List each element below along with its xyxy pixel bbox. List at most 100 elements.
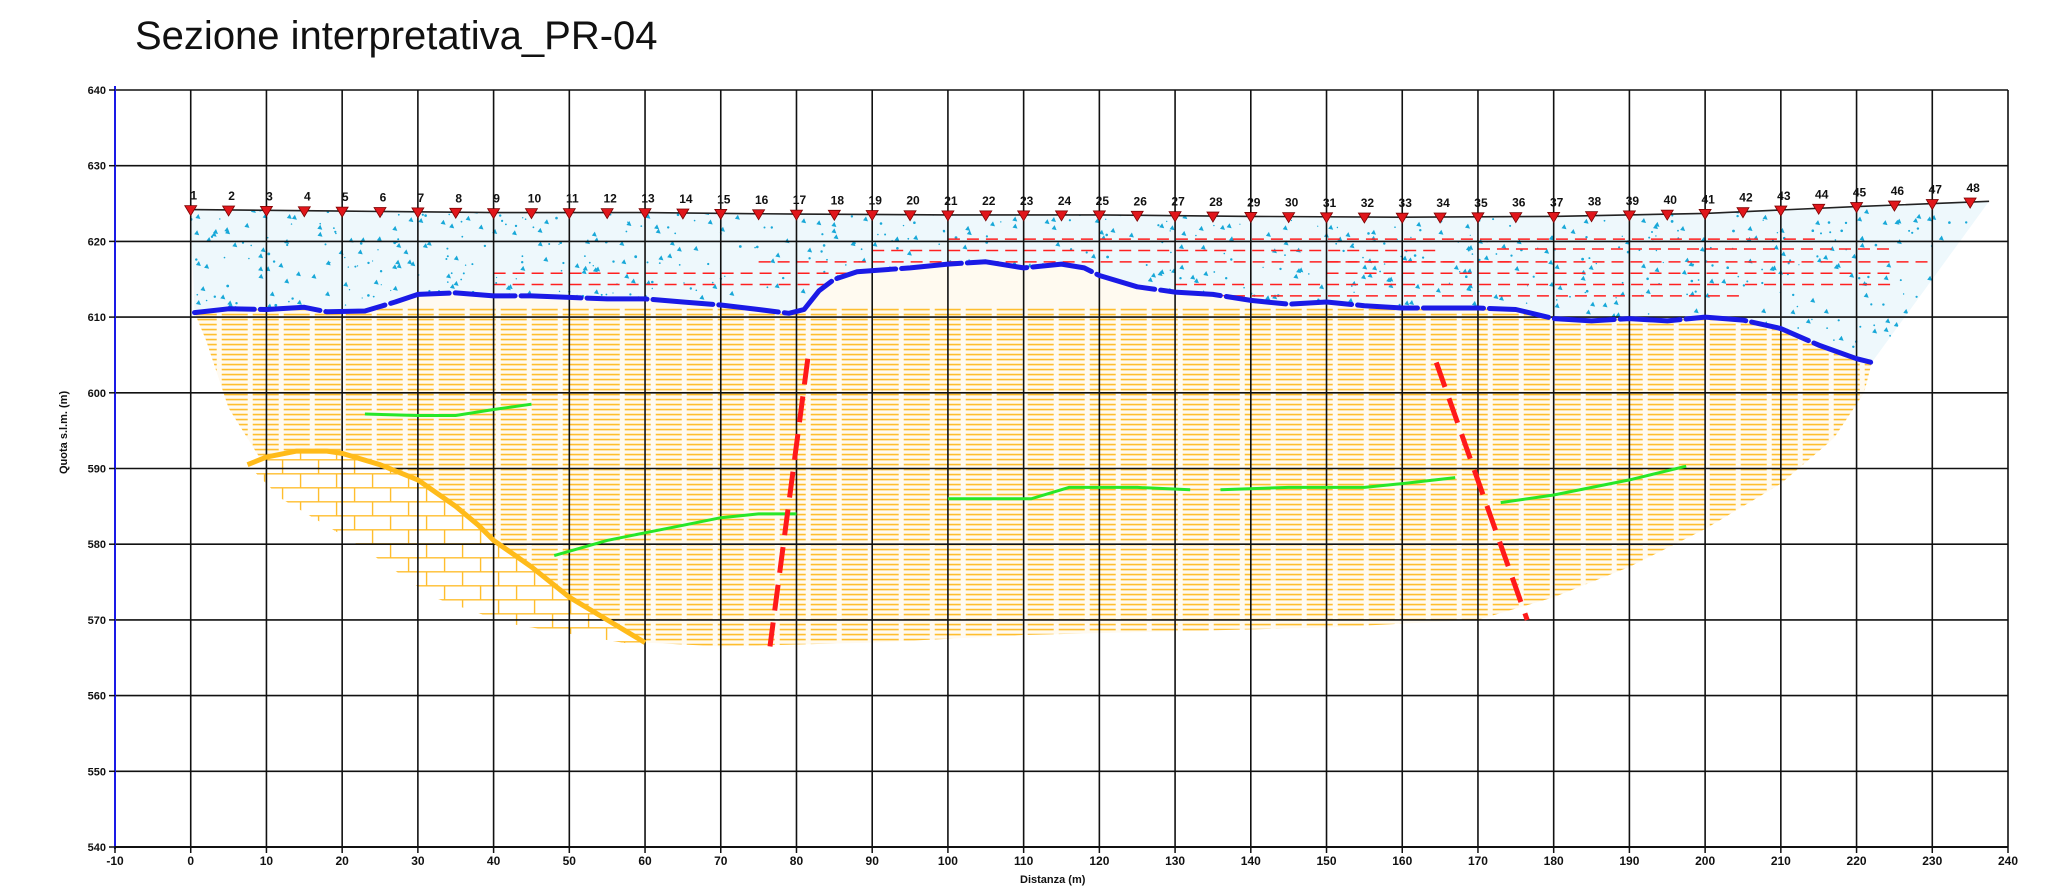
cover-speckle bbox=[521, 255, 524, 258]
cover-speckle bbox=[462, 272, 465, 275]
cover-speckle bbox=[763, 226, 766, 229]
cover-grain bbox=[630, 278, 636, 284]
x-tick-label: 210 bbox=[1771, 854, 1791, 868]
cover-grain bbox=[258, 253, 264, 259]
cover-speckle bbox=[1495, 253, 1498, 255]
geophone-marker bbox=[1849, 202, 1864, 214]
cover-grain bbox=[1810, 297, 1816, 303]
cover-speckle bbox=[195, 330, 197, 332]
cover-speckle bbox=[501, 219, 504, 222]
cover-grain bbox=[505, 285, 511, 291]
x-tick-label: 180 bbox=[1544, 854, 1564, 868]
cover-speckle bbox=[826, 258, 828, 261]
cover-speckle bbox=[1336, 226, 1339, 229]
cover-speckle bbox=[884, 233, 887, 236]
cover-grain bbox=[376, 236, 382, 242]
cover-grain bbox=[1514, 266, 1520, 271]
cover-grain bbox=[1699, 246, 1705, 252]
cover-speckle bbox=[1670, 220, 1674, 223]
cover-grain bbox=[1985, 289, 1990, 294]
cover-grain bbox=[403, 249, 409, 255]
cover-speckle bbox=[1988, 277, 1990, 280]
cover-grain bbox=[410, 261, 416, 267]
cover-grain bbox=[544, 219, 549, 225]
cover-speckle bbox=[942, 229, 946, 233]
cover-grain bbox=[2000, 231, 2005, 236]
x-tick-label: 130 bbox=[1165, 854, 1185, 868]
cover-grain bbox=[1815, 220, 1821, 226]
cover-speckle bbox=[496, 276, 498, 279]
cover-grain bbox=[357, 249, 363, 255]
marker-horizon-line bbox=[553, 512, 797, 558]
cover-speckle bbox=[1621, 281, 1624, 284]
cover-grain bbox=[770, 258, 776, 264]
cover-grain bbox=[1945, 267, 1951, 273]
cover-speckle bbox=[347, 266, 349, 268]
cover-grain bbox=[1012, 216, 1018, 222]
cover-grain bbox=[1265, 295, 1271, 301]
marker-horizon-line bbox=[1220, 476, 1456, 492]
cover-grain bbox=[1493, 294, 1499, 299]
cover-grain bbox=[1293, 273, 1299, 279]
cover-speckle bbox=[954, 236, 958, 240]
cover-speckle bbox=[1736, 214, 1739, 218]
cover-speckle bbox=[286, 204, 288, 207]
cover-grain bbox=[990, 221, 995, 227]
cover-speckle bbox=[1826, 327, 1828, 329]
cover-speckle bbox=[1640, 208, 1643, 211]
cover-speckle bbox=[555, 216, 558, 220]
geophone-label: 26 bbox=[1134, 194, 1148, 208]
cover-grain bbox=[1151, 272, 1156, 278]
cover-speckle bbox=[711, 281, 714, 284]
cover-speckle bbox=[514, 224, 518, 228]
cover-speckle bbox=[1169, 269, 1172, 271]
cover-speckle bbox=[356, 265, 359, 267]
cover-grain bbox=[1178, 244, 1184, 250]
cover-grain bbox=[244, 222, 250, 228]
geophone-label: 31 bbox=[1323, 196, 1337, 210]
cover-grain bbox=[667, 253, 673, 259]
cover-grain bbox=[1371, 229, 1376, 235]
cover-grain bbox=[1580, 275, 1586, 281]
cover-speckle bbox=[1951, 320, 1953, 322]
cover-speckle bbox=[1471, 253, 1474, 255]
cover-speckle bbox=[1308, 273, 1310, 275]
cover-speckle bbox=[1465, 275, 1468, 279]
cover-grain bbox=[1190, 274, 1196, 280]
cover-grain bbox=[507, 201, 513, 205]
cover-speckle bbox=[683, 282, 685, 284]
cover-grain bbox=[624, 273, 630, 279]
cover-speckle bbox=[853, 242, 856, 245]
cover-grain bbox=[1283, 240, 1289, 246]
cover-grain bbox=[325, 260, 331, 266]
y-tick-label: 620 bbox=[88, 236, 106, 248]
x-tick-label: 170 bbox=[1468, 854, 1488, 868]
cover-grain bbox=[593, 289, 599, 295]
cover-speckle bbox=[1953, 347, 1957, 351]
cover-grain bbox=[1570, 229, 1576, 234]
cover-grain bbox=[1483, 255, 1489, 261]
cover-speckle bbox=[1655, 235, 1657, 237]
cover-speckle bbox=[907, 237, 910, 240]
x-tick-label: 50 bbox=[563, 854, 577, 868]
cover-grain bbox=[396, 263, 402, 269]
geophone-label: 7 bbox=[418, 191, 425, 205]
cover-speckle bbox=[421, 213, 424, 216]
cover-grain bbox=[1051, 225, 1057, 231]
cover-grain bbox=[1051, 201, 1057, 205]
cover-speckle bbox=[896, 247, 899, 250]
cover-speckle bbox=[1837, 319, 1840, 322]
cover-grain bbox=[1220, 224, 1225, 230]
cover-speckle bbox=[460, 220, 463, 223]
geophone-marker bbox=[1887, 200, 1902, 212]
cover-grain bbox=[1886, 262, 1892, 268]
cover-grain bbox=[1467, 268, 1473, 274]
cover-grain bbox=[1709, 278, 1715, 284]
cover-grain bbox=[775, 252, 781, 258]
y-tick-label: 560 bbox=[88, 691, 106, 703]
cover-speckle bbox=[1367, 232, 1370, 235]
geophone-marker bbox=[524, 208, 539, 220]
cover-grain bbox=[913, 235, 919, 240]
cover-grain bbox=[1926, 216, 1932, 222]
cover-speckle bbox=[1694, 290, 1697, 293]
